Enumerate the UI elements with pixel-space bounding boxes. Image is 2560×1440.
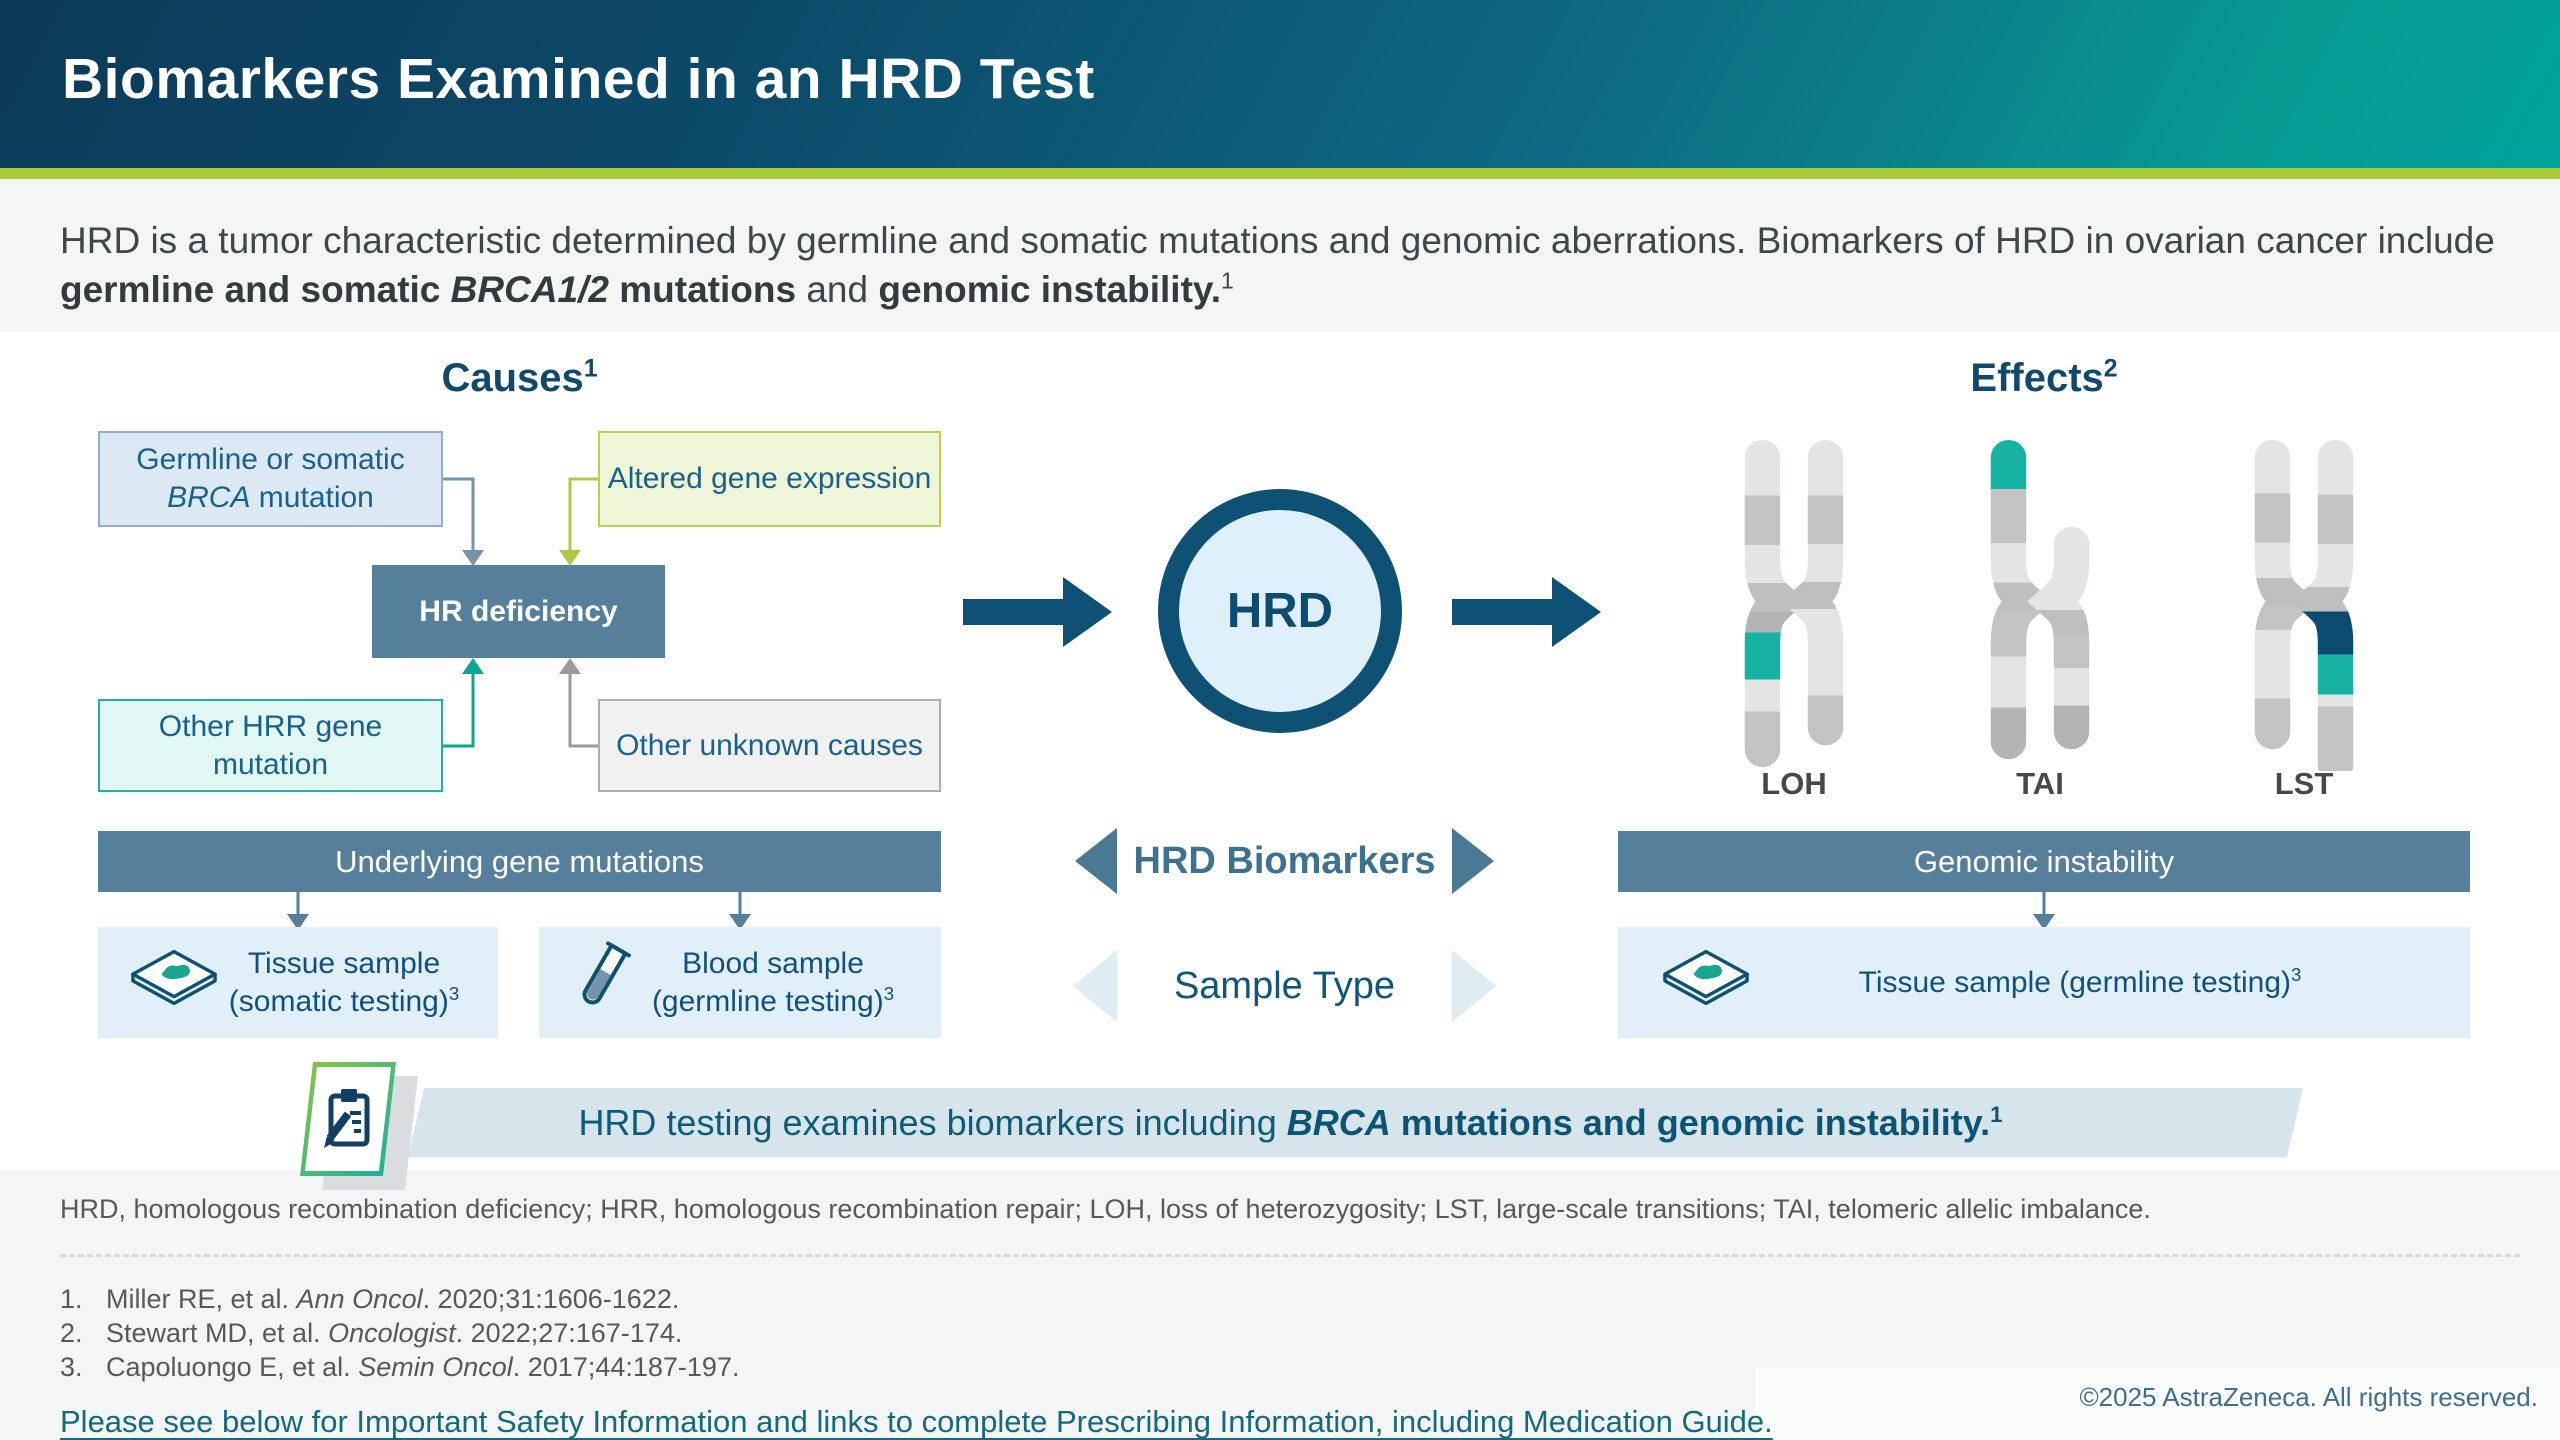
chromosome-tai-label: TAI [2016, 766, 2064, 801]
box-unknown-text: Other unknown causes [616, 728, 923, 762]
sample-tissue-somatic-line1: Tissue sample [247, 946, 441, 980]
box-other-unknown-causes: Other unknown causes [598, 699, 941, 792]
dashed-divider [60, 1254, 2520, 1257]
bar-underlying-gene-mutations: Underlying gene mutations [98, 831, 941, 892]
abbreviations-text: HRD, homologous recombination deficiency… [60, 1194, 2151, 1224]
blood-test-tube-icon [571, 937, 633, 1029]
intro-bold: germline and somatic [60, 269, 451, 310]
chromosome-lst-icon [2219, 436, 2389, 783]
callout-banner: HRD testing examines biomarkers includin… [408, 1088, 2303, 1157]
box-germline-brca: BRCA [167, 481, 251, 514]
intro-brca: BRCA1/2 [450, 269, 609, 310]
intro-text: HRD is a tumor characteristic determined… [60, 220, 2495, 261]
reference-cite: . 2017;44:187-197. [512, 1352, 740, 1382]
intro-ref-sup: 1 [1221, 267, 1234, 294]
sample-type-text: Sample Type [1173, 965, 1396, 1007]
bar-genomic-text: Genomic instability [1913, 843, 2175, 879]
causes-heading-sup: 1 [583, 355, 598, 383]
callout-pre: HRD testing examines biomarkers includin… [578, 1101, 1287, 1143]
tissue-slide-icon [130, 948, 218, 1018]
chromosome-tai-icon [1955, 436, 2125, 771]
box-germline-line2: mutation [250, 481, 374, 514]
effects-heading-sup: 2 [2103, 355, 2118, 383]
note-clipboard-icon [300, 1062, 396, 1176]
box-germline-line1: Germline or somatic [136, 443, 405, 476]
tissue-slide-icon [1662, 948, 1750, 1018]
box-other-hrr-gene-mutation: Other HRR gene mutation [98, 699, 443, 792]
callout-sup: 1 [1990, 1101, 2003, 1127]
effects-heading-text: Effects [1970, 356, 2104, 400]
hrd-circle-text: HRD [1226, 584, 1334, 638]
box-hr-text: HR deficiency [419, 594, 618, 628]
callout-text: HRD testing examines biomarkers includin… [578, 1102, 2002, 1144]
page-title: Biomarkers Examined in an HRD Test [62, 47, 1095, 111]
sample-tissue-somatic-text: Tissue sample (somatic testing)3 [218, 945, 498, 1021]
intro-paragraph: HRD is a tumor characteristic determined… [60, 216, 2520, 314]
sample-blood-germline: Blood sample (germline testing)3 [539, 927, 941, 1038]
callout-bold: mutations and genomic instability. [1390, 1101, 1991, 1143]
reference-authors: Capoluongo E, et al. [106, 1352, 359, 1382]
hrd-biomarkers-label: HRD Biomarkers [1117, 828, 1452, 894]
sample-type-label: Sample Type [1117, 950, 1452, 1022]
reference-text: Capoluongo E, et al. Semin Oncol. 2017;4… [106, 1350, 739, 1384]
page-header: Biomarkers Examined in an HRD Test [0, 0, 2560, 168]
sampletype-right-triangle-icon [1452, 950, 1496, 1022]
intro-bold3: genomic instability. [878, 269, 1222, 310]
causes-heading: Causes1 [98, 356, 941, 400]
references-list: 1. Miller RE, et al. Ann Oncol. 2020;31:… [60, 1282, 1460, 1384]
sample-blood-line1: Blood sample [682, 946, 864, 980]
reference-item: 2. Stewart MD, et al. Oncologist. 2022;2… [60, 1316, 1460, 1350]
callout-brca: BRCA [1286, 1101, 1391, 1143]
biomarkers-left-triangle-icon [1075, 828, 1117, 894]
sample-tissue-somatic: Tissue sample (somatic testing)3 [98, 927, 498, 1038]
reference-item: 1. Miller RE, et al. Ann Oncol. 2020;31:… [60, 1282, 1460, 1316]
important-safety-information-link[interactable]: Please see below for Important Safety In… [60, 1404, 1773, 1439]
reference-number: 2. [60, 1318, 83, 1348]
box-altered-text: Altered gene expression [607, 462, 932, 495]
sample-tissue-germline-text: Tissue sample (germline testing)3 [1750, 964, 2470, 1002]
header-accent-bar [0, 168, 2560, 179]
copyright-text: ©2025 AstraZeneca. All rights reserved. [2079, 1382, 2538, 1412]
reference-text: Miller RE, et al. Ann Oncol. 2020;31:160… [106, 1282, 679, 1316]
bar-underlying-text: Underlying gene mutations [335, 843, 704, 879]
chromosome-lst-label: LST [2274, 766, 2334, 801]
reference-item: 3. Capoluongo E, et al. Semin Oncol. 201… [60, 1350, 1460, 1384]
hrd-circle: HRD [1158, 489, 1402, 733]
bar-genomic-instability: Genomic instability [1618, 831, 2470, 892]
box-hrr-text: Other HRR gene mutation [158, 709, 383, 781]
reference-text: Stewart MD, et al. Oncologist. 2022;27:1… [106, 1316, 682, 1350]
effects-heading: Effects2 [1618, 356, 2470, 400]
box-altered-gene-expression: Altered gene expression [598, 431, 941, 527]
hrd-biomarkers-text: HRD Biomarkers [1133, 840, 1436, 882]
reference-journal: Oncologist [328, 1318, 456, 1348]
intro-mid: and [796, 269, 879, 310]
sample-blood-text: Blood sample (germline testing)3 [633, 945, 941, 1021]
sample-blood-line2: (germline testing) [651, 984, 884, 1018]
sample-tissue-germline-sup: 3 [2291, 963, 2302, 985]
note-clipboard-icon-inner [305, 1067, 391, 1171]
box-hr-deficiency: HR deficiency [372, 565, 665, 658]
reference-journal: Semin Oncol [358, 1352, 513, 1382]
sample-tissue-somatic-line2: (somatic testing) [228, 984, 449, 1018]
intro-bold2: mutations [609, 269, 797, 310]
sample-tissue-somatic-sup: 3 [448, 982, 460, 1004]
reference-authors: Stewart MD, et al. [106, 1318, 329, 1348]
sampletype-left-triangle-icon [1073, 950, 1117, 1022]
sample-blood-sup: 3 [883, 982, 895, 1004]
chromosome-loh-icon [1709, 436, 1879, 771]
causes-heading-text: Causes [441, 356, 584, 400]
reference-cite: . 2022;27:167-174. [455, 1318, 683, 1348]
reference-number: 1. [60, 1284, 83, 1314]
reference-journal: Ann Oncol [296, 1284, 423, 1314]
sample-tissue-germline-line: Tissue sample (germline testing) [1858, 965, 2292, 999]
chromosome-loh-label: LOH [1761, 766, 1827, 801]
sample-tissue-germline: Tissue sample (germline testing)3 [1618, 927, 2470, 1038]
reference-number: 3. [60, 1352, 83, 1382]
reference-authors: Miller RE, et al. [106, 1284, 297, 1314]
reference-cite: . 2020;31:1606-1622. [422, 1284, 680, 1314]
footer-panel: ©2025 AstraZeneca. All rights reserved. [1755, 1368, 2560, 1440]
biomarkers-right-triangle-icon [1452, 828, 1494, 894]
